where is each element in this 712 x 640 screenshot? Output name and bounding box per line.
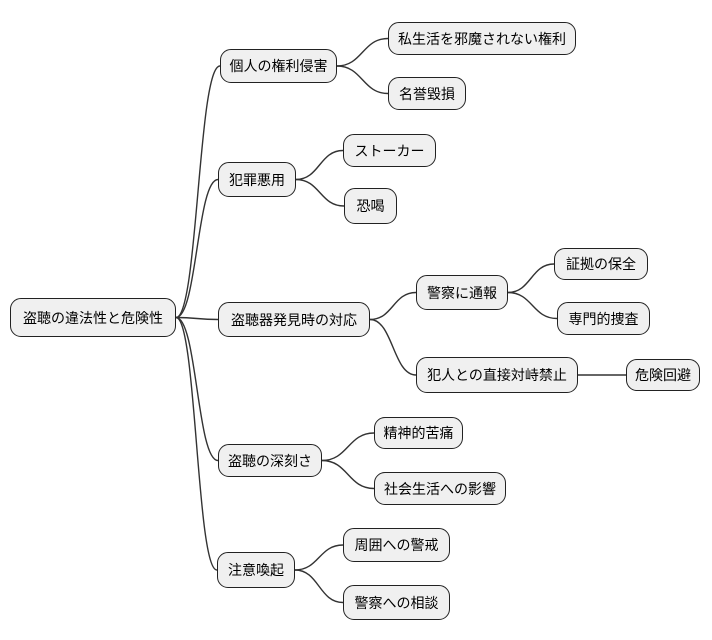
edge-to-no-direct-confrontation xyxy=(369,318,417,376)
node-awareness-raising: 注意喚起 xyxy=(217,552,295,588)
edge-to-report-to-police xyxy=(369,291,417,321)
node-defamation: 名誉毀損 xyxy=(388,77,466,110)
edge-root-to-criminal-misuse xyxy=(175,178,219,319)
edge-to-evidence-preservation xyxy=(507,263,555,294)
node-danger-avoidance: 危険回避 xyxy=(626,359,700,391)
edge-to-vigilance-of-surroundings xyxy=(294,544,344,571)
node-consult-police: 警察への相談 xyxy=(343,585,450,620)
node-seriousness-of-wiretapping: 盗聴の深刻さ xyxy=(218,444,322,477)
edge-root-to-seriousness xyxy=(175,316,219,462)
node-vigilance-of-surroundings: 周囲への警戒 xyxy=(343,528,450,562)
node-blackmail: 恐喝 xyxy=(344,188,397,224)
node-criminal-misuse: 犯罪悪用 xyxy=(218,162,296,197)
node-impact-on-social-life: 社会生活への影響 xyxy=(374,472,506,505)
node-response-to-found-device: 盗聴器発見時の対応 xyxy=(218,302,370,337)
edge-to-blackmail xyxy=(295,178,345,207)
node-stalker: ストーカー xyxy=(343,134,436,167)
edge-root-to-awareness-raising xyxy=(175,316,218,571)
node-evidence-preservation: 証拠の保全 xyxy=(554,248,648,280)
edge-to-mental-distress xyxy=(321,432,375,462)
edge-to-stalker xyxy=(295,149,344,181)
edge-to-right-to-privacy xyxy=(336,37,389,67)
edge-to-consult-police xyxy=(294,569,344,604)
node-right-to-privacy: 私生活を邪魔されない権利 xyxy=(388,22,576,55)
edge-to-defamation xyxy=(336,65,389,95)
edge-to-professional-investigation xyxy=(507,291,558,320)
node-personal-rights-violation: 個人の権利侵害 xyxy=(220,49,337,83)
node-professional-investigation: 専門的捜査 xyxy=(557,302,650,335)
node-no-direct-confrontation: 犯人との直接対峙禁止 xyxy=(416,357,578,393)
edge-root-to-response-to-found-device xyxy=(175,316,219,321)
edge-root-to-personal-rights-violation xyxy=(175,65,221,319)
node-report-to-police: 警察に通報 xyxy=(416,275,508,310)
node-mental-distress: 精神的苦痛 xyxy=(374,417,463,449)
node-root-wiretapping-illegality-danger: 盗聴の違法性と危険性 xyxy=(10,298,176,337)
edge-to-impact-on-social-life xyxy=(321,459,375,490)
